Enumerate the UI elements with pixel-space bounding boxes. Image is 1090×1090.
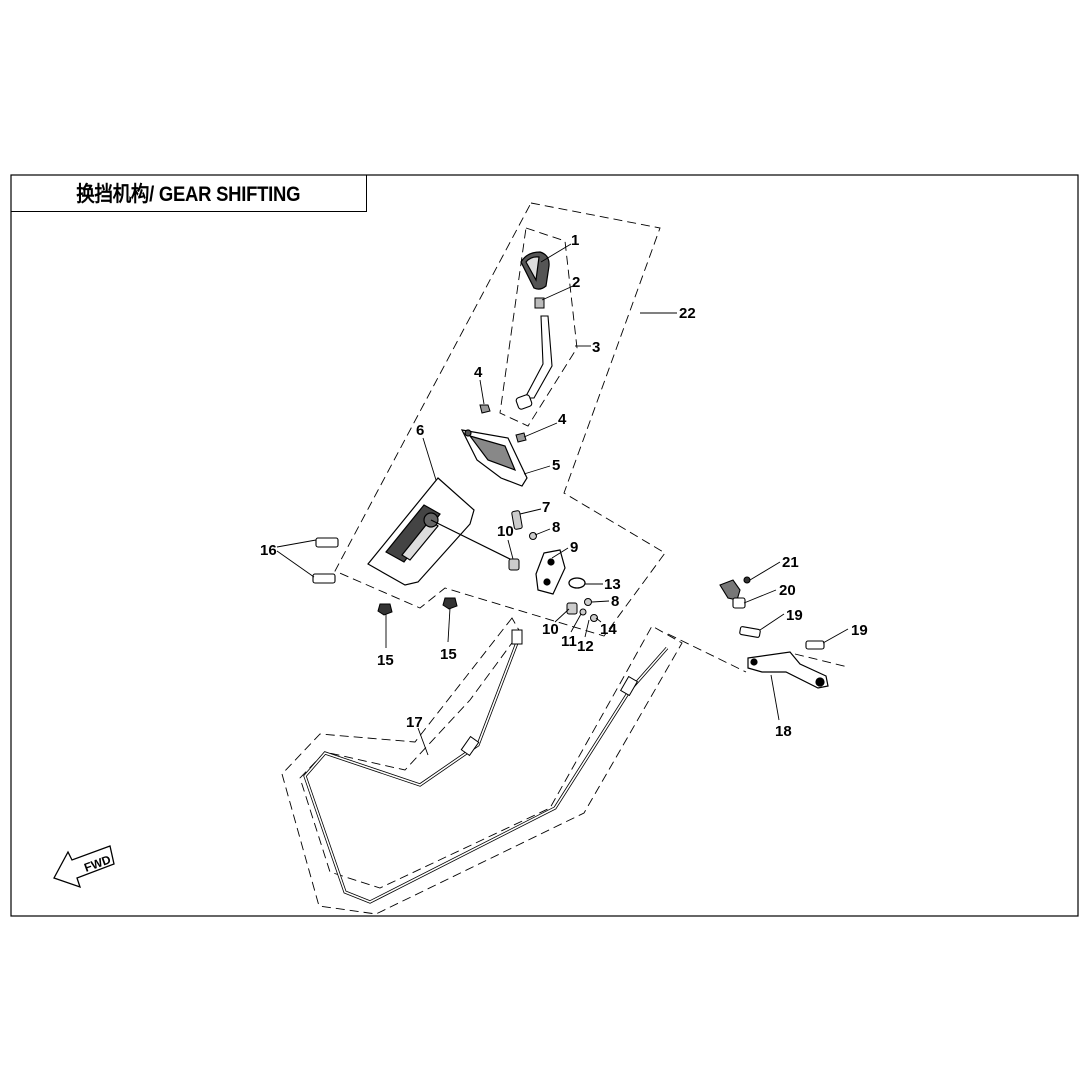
- callout-20: 20: [779, 582, 796, 599]
- fwd-arrow-icon: FWD: [53, 845, 115, 889]
- callout-15b: 15: [440, 646, 457, 663]
- diagram-title: 换挡机构/ GEAR SHIFTING: [11, 175, 367, 212]
- callout-3: 3: [592, 339, 600, 356]
- dashed-boundaries: [281, 202, 849, 915]
- part-cable: [303, 629, 669, 904]
- callout-8a: 8: [552, 519, 560, 536]
- part-collar: [534, 297, 545, 309]
- boundary-cable-17: [281, 617, 683, 915]
- callout-7: 7: [542, 499, 550, 516]
- part-gate-plate: [367, 477, 513, 586]
- callout-2: 2: [572, 274, 580, 291]
- part-bellcrank: [535, 549, 566, 595]
- boundary-leader-19: [794, 653, 849, 668]
- callout-11: 11: [561, 633, 577, 650]
- part-lever: [515, 315, 553, 410]
- boundary-assembly-22: [334, 202, 666, 637]
- callout-10b: 10: [542, 621, 559, 638]
- callout-12: 12: [577, 638, 594, 655]
- callout-4a: 4: [474, 364, 483, 381]
- callout-10a: 10: [497, 523, 514, 540]
- callout-18: 18: [775, 723, 792, 740]
- callout-19b: 19: [851, 622, 868, 639]
- callout-layer: 1 2 3 4 4 5 6 7 8 8 9 10 10 11 12 13 14 …: [260, 232, 868, 756]
- part-bolt-16: [312, 537, 339, 584]
- part-bolts-19-20-21: [719, 576, 825, 650]
- callout-19a: 19: [786, 607, 803, 624]
- callout-14: 14: [600, 621, 617, 638]
- boundary-lever-3: [499, 227, 578, 427]
- callout-13: 13: [604, 576, 621, 593]
- callout-1: 1: [571, 232, 579, 249]
- part-bolt-4: [479, 404, 527, 443]
- part-upper-bracket: [460, 429, 528, 487]
- boundary-leader-18: [667, 633, 747, 673]
- callout-5: 5: [552, 457, 560, 474]
- callout-8b: 8: [611, 593, 619, 610]
- callout-22: 22: [679, 305, 696, 322]
- part-nut-15: [377, 597, 458, 616]
- diagram-title-text: 换挡机构/ GEAR SHIFTING: [76, 183, 301, 206]
- callout-21: 21: [782, 554, 799, 571]
- part-fasteners-7-8-10: [508, 510, 598, 622]
- part-clip: [568, 577, 586, 589]
- callout-16: 16: [260, 542, 277, 559]
- callout-17: 17: [406, 714, 423, 731]
- callout-4b: 4: [558, 411, 567, 428]
- diagram-border: [10, 174, 1079, 917]
- callout-6: 6: [416, 422, 424, 439]
- callout-15a: 15: [377, 652, 394, 669]
- part-knob: [520, 251, 550, 290]
- part-output-lever: [747, 651, 829, 689]
- callout-9: 9: [570, 539, 578, 556]
